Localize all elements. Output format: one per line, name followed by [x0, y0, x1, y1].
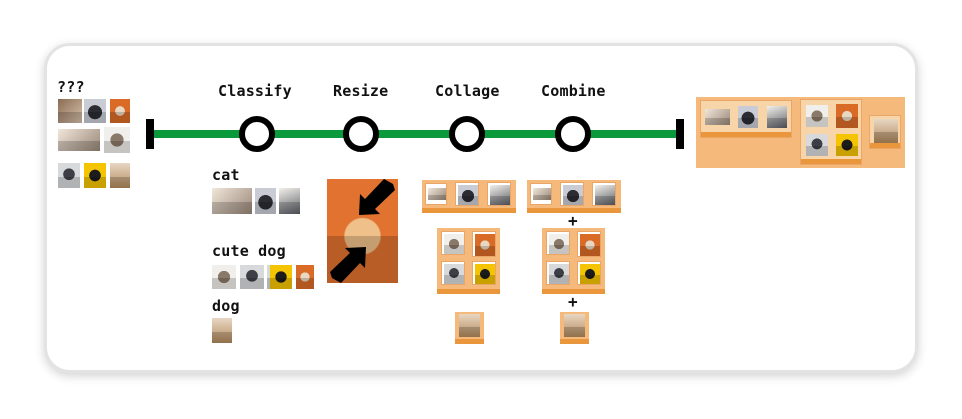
final-photo: [705, 109, 730, 125]
final-group-cat: [700, 100, 792, 138]
collage-tile: [459, 314, 480, 337]
input-label: ???: [57, 78, 85, 96]
stage-label-resize: Resize: [333, 82, 389, 100]
final-photo: [806, 105, 828, 127]
combine-dog: [560, 312, 589, 344]
stage-label-combine: Combine: [541, 82, 606, 100]
collage-tile: [577, 261, 601, 285]
cat-photo: [255, 188, 276, 214]
stage-node-combine: [555, 116, 591, 152]
collage-tile: [592, 182, 616, 206]
final-photo: [836, 134, 858, 156]
collage-tile: [546, 231, 570, 255]
collage-tile: [441, 261, 465, 285]
input-photo: [110, 163, 130, 188]
collage-tile: [560, 182, 584, 206]
collage-tile: [487, 182, 511, 206]
final-photo: [806, 134, 828, 156]
final-photo: [836, 104, 858, 128]
input-photo: [84, 99, 106, 123]
final-group-dog: [869, 115, 901, 149]
pipeline-start-cap: [146, 119, 154, 149]
class-label-cat: cat: [212, 166, 240, 184]
input-photo: [58, 163, 80, 188]
input-photo: [104, 127, 130, 153]
collage-tile: [455, 182, 479, 206]
collage-tile: [564, 314, 585, 337]
combine-plus: +: [568, 292, 578, 311]
combine-cat: [527, 180, 621, 213]
pipeline-line: [152, 130, 680, 138]
collage-cute-dog: [437, 228, 500, 294]
collage-tile: [546, 261, 570, 285]
combine-plus: +: [568, 211, 578, 230]
stage-label-collage: Collage: [435, 82, 500, 100]
collage-tile: [472, 261, 496, 285]
stage-label-classify: Classify: [218, 82, 292, 100]
final-photo: [767, 106, 787, 128]
cute-dog-photo: [240, 265, 264, 289]
cat-photo: [279, 188, 300, 214]
collage-tile: [441, 231, 465, 255]
final-collage: [696, 97, 905, 168]
collage-tile: [472, 231, 496, 257]
cute-dog-photo: [212, 265, 236, 289]
stage-node-collage: [449, 116, 485, 152]
collage-tile: [530, 183, 552, 205]
collage-tile: [425, 183, 447, 205]
combine-cute-dog: [542, 228, 605, 294]
final-group-cute-dog: [800, 99, 862, 165]
compress-arrows-icon: [330, 179, 395, 283]
input-photo: [58, 99, 82, 123]
class-label-dog: dog: [212, 297, 240, 315]
class-label-cute-dog: cute dog: [212, 242, 286, 260]
stage-node-classify: [239, 116, 275, 152]
cute-dog-photo: [296, 265, 314, 289]
input-photo: [84, 163, 106, 188]
dog-photo: [212, 318, 232, 343]
collage-tile: [577, 231, 601, 257]
pipeline-end-cap: [676, 119, 684, 149]
final-photo: [874, 119, 898, 143]
cute-dog-photo: [270, 265, 292, 289]
collage-dog: [455, 312, 484, 344]
cat-photo: [212, 188, 252, 214]
input-photo: [58, 129, 100, 151]
stage-node-resize: [343, 116, 379, 152]
collage-cat: [422, 180, 516, 213]
input-photo: [110, 99, 130, 123]
final-photo: [738, 106, 758, 128]
